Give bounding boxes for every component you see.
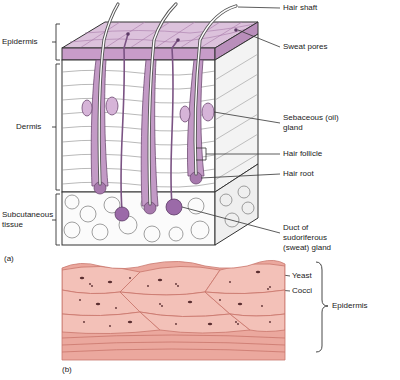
- skin-block: [62, 4, 258, 245]
- part-label: Cocci: [292, 286, 318, 296]
- panel-label: (a): [4, 254, 34, 264]
- layer-label: Epidermis: [2, 37, 50, 47]
- part-label: Hair follicle: [283, 149, 363, 159]
- part-label: Hair shaft: [283, 3, 363, 13]
- part-label: Sweat pores: [283, 42, 363, 52]
- leader-lines: [182, 7, 290, 291]
- epidermis-micrograph: [62, 256, 285, 360]
- panel-label: (b): [62, 365, 92, 375]
- part-label: Duct of sudoriferous (sweat) gland: [283, 223, 347, 253]
- layer-label: Dermis: [16, 122, 52, 132]
- layer-label: Epidermis: [332, 301, 392, 311]
- brackets: [52, 24, 328, 352]
- part-label: Hair root: [283, 169, 363, 179]
- part-label: Sebaceous (oil) gland: [283, 113, 339, 133]
- part-label: Yeast: [292, 271, 318, 281]
- layer-label: Subcutaneous tissue: [2, 210, 54, 230]
